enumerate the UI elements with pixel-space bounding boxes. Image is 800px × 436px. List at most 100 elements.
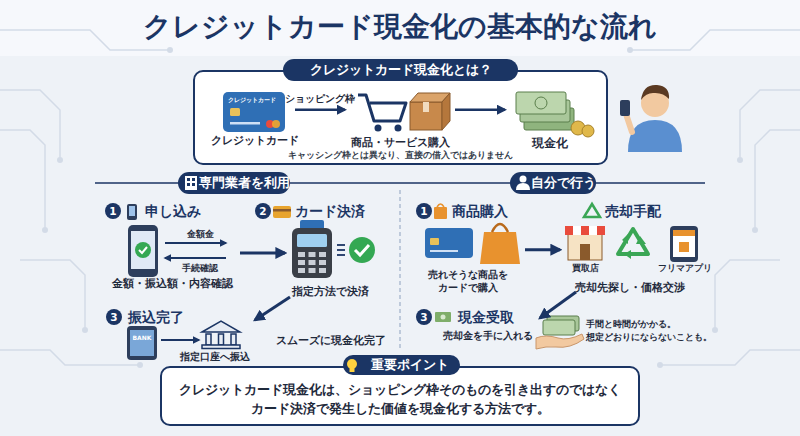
- market-app-illustration: [673, 230, 695, 236]
- panel-heading: クレジットカード現金化とは？: [283, 59, 518, 81]
- circuit-pattern: [0, 350, 140, 365]
- item-label: 商品・サービス購入: [337, 136, 463, 150]
- bank-illustration: [219, 334, 224, 345]
- flow-arrow: [540, 292, 576, 318]
- shop-label: フリマアプリ: [652, 263, 718, 274]
- terminal-illustration: [309, 260, 316, 265]
- cash-illustration: [516, 92, 566, 114]
- step-box: 振込完了指定口座へ振込: [105, 306, 255, 362]
- cash-illustration: [520, 100, 570, 122]
- flow-arrow: [240, 251, 285, 254]
- cash-hand-illustration: [543, 320, 575, 335]
- bag-icon: [434, 207, 447, 219]
- recycle-illustration: [618, 229, 648, 254]
- item-label: クレジットカード: [207, 134, 303, 148]
- phone-illustration: [128, 225, 158, 277]
- bulb-icon: [347, 359, 357, 369]
- result-note: スムーズに現金化完了: [276, 333, 394, 347]
- terminal-illustration: [319, 268, 326, 273]
- title-band: [0, 0, 800, 56]
- cash-icon: [435, 312, 451, 322]
- connector-layer: [240, 110, 576, 320]
- circuit-dot: [57, 157, 63, 163]
- step-caption: 指定方法で決済: [280, 284, 380, 298]
- circuit-dot: [737, 157, 743, 163]
- exchange-arrows: [165, 257, 226, 259]
- parcel-illustration: [423, 102, 429, 112]
- phone-illustration: [128, 225, 158, 277]
- circuit-pattern: [715, 260, 780, 330]
- person-illustration: [641, 89, 669, 117]
- step-caption: 指定口座へ振込: [175, 350, 255, 363]
- phone-illustration: [139, 247, 147, 253]
- recycle-illustration: [618, 229, 648, 254]
- circuit-pattern: [740, 90, 800, 160]
- flow-item: 現金化: [505, 88, 595, 150]
- circuit-dot: [42, 47, 758, 368]
- step-heading: 現金受取: [458, 308, 538, 326]
- check-mark: [355, 245, 369, 255]
- person-illustration: [620, 85, 682, 152]
- key-point-body: クレジットカード現金化は、ショッピング枠そのものを引き出すのではなく カード決済…: [170, 380, 630, 418]
- step-caption: 金額・振込額・内容確認: [105, 276, 240, 290]
- step-caption: 売却金を手に入れる: [443, 329, 540, 342]
- circuit-pattern: [660, 350, 800, 365]
- exchange-arrows: [165, 242, 226, 244]
- bank-illustration: [231, 334, 236, 345]
- signal-lines: [337, 245, 345, 255]
- terminal-illustration: [298, 260, 305, 265]
- terminal-illustration: [309, 252, 316, 257]
- section-divider: [399, 190, 400, 350]
- shop-illustration: [568, 234, 602, 260]
- bank-phone-illustration: [130, 330, 154, 356]
- section-heading: 専門業者を利用: [198, 172, 290, 194]
- step-box: 売却手配売却先探し・価格交渉: [560, 200, 720, 292]
- credit-card-illustration: [230, 108, 240, 116]
- cart-illustration: [358, 95, 406, 132]
- terminal-illustration: [298, 268, 305, 273]
- cash-illustration: [582, 125, 594, 137]
- card-face-text: クレジットカード: [228, 96, 282, 104]
- office-icon: [187, 183, 190, 186]
- circuit-dot: [137, 362, 143, 368]
- cash-icon: [435, 312, 451, 322]
- bank-phone-illustration: [127, 326, 157, 360]
- bank-phone-illustration: [127, 326, 157, 360]
- terminal-illustration: [319, 260, 326, 265]
- step-heading: 振込完了: [128, 308, 208, 326]
- terminal-illustration: [298, 252, 305, 257]
- phone-icon: [129, 206, 135, 216]
- terminal-illustration: [298, 252, 326, 273]
- person-icon: [516, 183, 530, 190]
- cash-illustration: [535, 97, 547, 109]
- note-text: キャッシング枠とは異なり、直接の借入ではありません: [280, 150, 520, 161]
- card-icon: [273, 209, 291, 212]
- callout-number: 3: [416, 309, 432, 325]
- step-heading: 申し込み: [145, 202, 225, 220]
- item-label: 現金化: [505, 136, 595, 151]
- circuit-dot: [627, 47, 633, 53]
- person-illustration: [620, 100, 630, 116]
- signal-lines: [337, 254, 345, 256]
- section-pill: 自分で行う: [510, 172, 596, 194]
- circuit-pattern: [0, 30, 800, 365]
- shop-label: 買取店: [558, 263, 612, 274]
- card-icon: [273, 206, 291, 218]
- card-illustration: [430, 250, 458, 252]
- shop-illustration: [589, 226, 597, 235]
- bank-illustration: [202, 345, 240, 349]
- market-app-illustration: [673, 230, 695, 257]
- cash-illustration: [524, 108, 574, 130]
- step-caption: 売却先探し・価格交渉: [565, 280, 695, 294]
- phone-icon: [127, 204, 137, 220]
- phone-illustration: [135, 242, 151, 258]
- step-heading: 商品購入: [452, 202, 532, 220]
- circuit-dot: [752, 227, 758, 233]
- flow-arrow: [455, 108, 505, 111]
- recycle-heads: [622, 234, 646, 259]
- market-app-illustration: [670, 226, 698, 262]
- step-box: 商品購入売れそうな商品を カードで購入: [415, 200, 525, 292]
- step-heading: 売却手配: [605, 202, 685, 220]
